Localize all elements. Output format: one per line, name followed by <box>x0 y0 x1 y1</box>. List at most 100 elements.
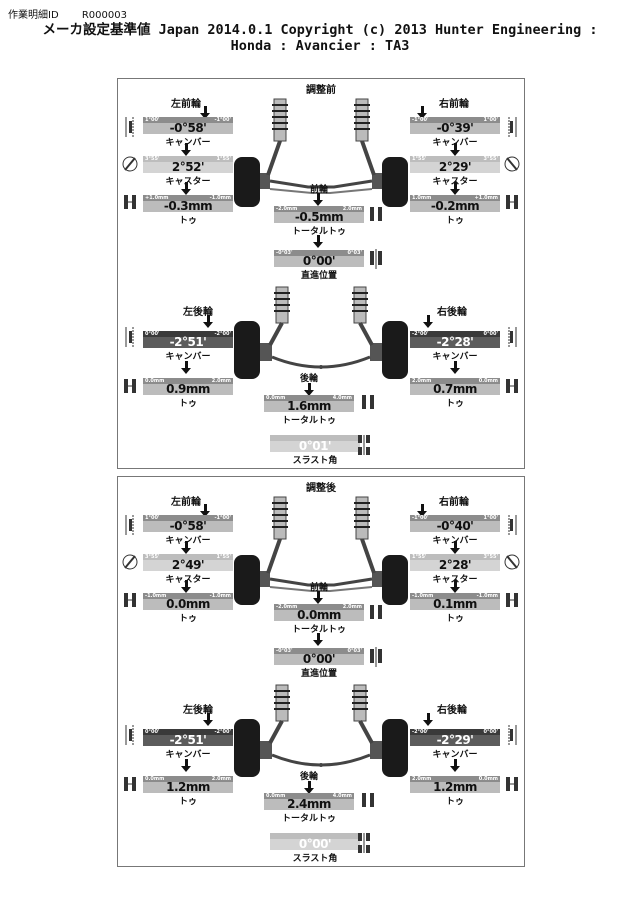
gauge-min: 0.0mm <box>266 793 286 799</box>
front-left-toe-gauge: -1.0mm-1.0mm 0.0mm <box>143 593 233 611</box>
toe-icon <box>504 375 520 399</box>
rear-left-camber-value: -2°51' <box>169 733 207 747</box>
toe-icon <box>122 375 138 399</box>
gauge-min: 0°00' <box>145 331 160 337</box>
rear-left-toe-value: 0.9mm <box>166 382 210 396</box>
gauge-max: 0°00' <box>483 729 498 735</box>
gauge-min: 1°00' <box>145 515 160 521</box>
toe-caption: トゥ <box>178 614 197 624</box>
camber-caption: キャンバー <box>165 352 211 362</box>
report-header: 作業明細ID R000003 <box>8 6 147 21</box>
gauge-min: 3°55' <box>145 554 160 560</box>
straight-value: 0°00' <box>302 254 336 268</box>
camber-caption: キャンバー <box>432 750 478 760</box>
toe-icon <box>504 773 520 797</box>
gauge-max: 2.0mm <box>342 604 362 610</box>
gauge-max: 0°03' <box>347 250 362 256</box>
total-toe-caption: トータルトゥ <box>291 227 346 237</box>
front-right-caster-value: 2°28' <box>438 558 472 572</box>
rear-right-label: 右後輪 <box>437 705 467 716</box>
front-right-toe-value: 0.1mm <box>433 597 477 611</box>
thrust-icon <box>356 433 372 457</box>
front-total-toe-value: 0.0mm <box>297 608 341 622</box>
gauge-min: 0.0mm <box>145 378 165 384</box>
gauge-max: 0°03' <box>347 648 362 654</box>
front-left-camber-value: -0°58' <box>169 519 207 533</box>
toe-caption: トゥ <box>445 614 464 624</box>
front-left-caster-value: 2°52' <box>171 160 205 174</box>
gauge-min: -1.0mm <box>412 593 434 599</box>
gauge-max: -1.0mm <box>209 195 231 201</box>
front-suspension-diagram <box>234 98 408 207</box>
gauge-min: 1°55' <box>412 156 427 162</box>
front-right-camber-gauge: -1°00'1°00' -0°39' <box>410 117 500 135</box>
work-id-value: R000003 <box>81 10 127 21</box>
toe-icon <box>504 191 520 215</box>
front-right-caster-gauge: 1°55'3°55' 2°29' <box>410 156 500 174</box>
gauge-max: -1.0mm <box>476 593 498 599</box>
toe-icon <box>504 589 520 613</box>
caster-caption: キャスター <box>143 174 233 187</box>
after-adjustment-panel: 調整後 左前輪 1°00'-1°00' -0°58' キャンバー 3°55'1°… <box>117 476 525 867</box>
front-right-label: 右前輪 <box>439 99 469 110</box>
straight-gauge: -0°03'0°03' 0°00' <box>274 648 364 666</box>
gauge-min: -1.0mm <box>145 593 167 599</box>
thrust-value: 0°00' <box>298 837 332 851</box>
gauge-min: 0.0mm <box>266 395 286 401</box>
front-left-camber-gauge: 1°00' -1°00' -0°58' <box>143 117 233 135</box>
panel-title: 調整前 <box>306 85 336 96</box>
title-line-1: メーカ設定基準値 Japan 2014.0.1 Copyright (c) 20… <box>42 22 598 38</box>
rear-right-camber-value: -2°28' <box>436 335 474 349</box>
gauge-max: 2.0mm <box>211 378 231 384</box>
rear-suspension-diagram <box>234 684 408 777</box>
rear-left-label: 左後輪 <box>183 307 213 318</box>
gauge-max: 4.0mm <box>332 793 352 799</box>
total-toe-icon <box>368 601 384 625</box>
camber-caption: キャンバー <box>143 533 233 546</box>
gauge-max: 3°55' <box>483 554 498 560</box>
front-left-caster-gauge: 3°55'1°55' 2°52' <box>143 156 233 174</box>
gauge-max: -1°00' <box>214 117 231 123</box>
thrust-gauge: 0°00' <box>270 833 360 851</box>
camber-icon <box>122 115 138 139</box>
rear-left-camber-gauge: 0°00'-2°00' -2°51' <box>143 331 233 349</box>
gauge-max: 1°00' <box>483 117 498 123</box>
front-right-toe-value: -0.2mm <box>430 199 480 213</box>
rear-right-toe-value: 0.7mm <box>433 382 477 396</box>
front-axle-label: 前輪 <box>309 583 328 593</box>
gauge-min: -0°03' <box>276 648 293 654</box>
front-right-camber-value: -0°40' <box>436 519 474 533</box>
gauge-max: 1°55' <box>216 156 231 162</box>
straight-gauge: -0°03'0°03' 0°00' <box>274 250 364 268</box>
rear-right-label: 右後輪 <box>437 307 467 318</box>
gauge-max: 3°55' <box>483 156 498 162</box>
rear-left-toe-gauge: 0.0mm 2.0mm 0.9mm <box>143 378 233 396</box>
toe-caption: トゥ <box>445 216 464 226</box>
gauge-min: 1°00' <box>145 117 160 123</box>
gauge-max: 1°55' <box>216 554 231 560</box>
steering-icon <box>368 645 384 669</box>
front-right-toe-gauge: -1.0mm -1.0mm 0.1mm <box>410 593 500 611</box>
work-id-label: 作業明細ID <box>8 10 59 21</box>
toe-caption: トゥ <box>178 216 197 226</box>
rear-left-camber-gauge: 0°00'-2°00' -2°51' <box>143 729 233 747</box>
caster-icon <box>504 550 520 574</box>
gauge-max: 0.0mm <box>478 378 498 384</box>
front-left-camber-value: -0°58' <box>169 121 207 135</box>
thrust-value: 0°01' <box>298 439 332 453</box>
thrust-gauge: 0°01' <box>270 435 360 453</box>
gauge-max: 0.0mm <box>478 776 498 782</box>
caster-icon <box>504 152 520 176</box>
gauge-min: +1.0mm <box>145 195 169 201</box>
gauge-min: -2°00' <box>412 331 429 337</box>
front-left-camber-gauge: 1°00'-1°00' -0°58' <box>143 515 233 533</box>
thrust-caption: スラスト角 <box>292 854 338 864</box>
front-total-toe-value: -0.5mm <box>294 210 344 224</box>
front-right-camber-value: -0°39' <box>436 121 474 135</box>
camber-icon <box>122 513 138 537</box>
front-right-caster-gauge: 1°55'3°55' 2°28' <box>410 554 500 572</box>
